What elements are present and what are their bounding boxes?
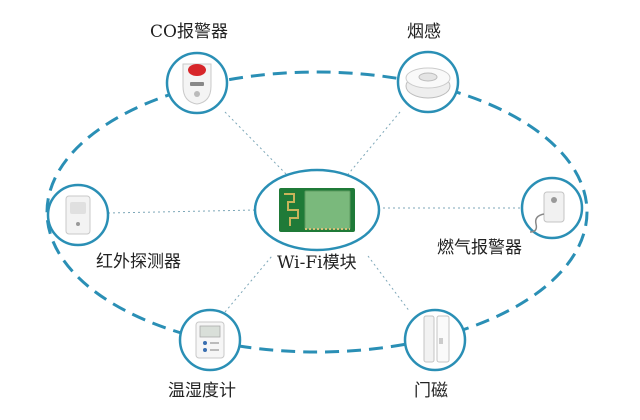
co-alarm-label: CO报警器 bbox=[150, 22, 228, 42]
thermo-hygrometer-icon bbox=[195, 321, 225, 359]
gas-alarm-node[interactable] bbox=[520, 176, 584, 240]
connector-smoke bbox=[344, 111, 401, 179]
connector-infrared bbox=[107, 209, 258, 214]
infrared-label: 红外探测器 bbox=[96, 252, 181, 272]
door-node[interactable] bbox=[403, 308, 467, 372]
door-sensor-icon bbox=[423, 315, 450, 363]
connector-thermo bbox=[224, 255, 273, 313]
connector-door bbox=[367, 255, 411, 313]
co-alarm-icon bbox=[182, 63, 212, 105]
infrared-detector-icon bbox=[65, 195, 91, 235]
infrared-node[interactable] bbox=[46, 183, 110, 247]
smoke-label: 烟感 bbox=[407, 22, 441, 42]
wifi-module-node[interactable] bbox=[253, 168, 381, 252]
wifi-module-icon bbox=[279, 188, 355, 232]
thermo-node[interactable] bbox=[178, 308, 242, 372]
gas-alarm-label: 燃气报警器 bbox=[437, 238, 522, 258]
connector-co-alarm bbox=[224, 111, 291, 179]
wifi-module-label: Wi-Fi模块 bbox=[277, 253, 357, 273]
co-alarm-node[interactable] bbox=[165, 51, 229, 115]
smoke-detector-icon bbox=[405, 67, 451, 99]
smoke-node[interactable] bbox=[396, 50, 460, 114]
connectors bbox=[107, 111, 521, 313]
thermo-label: 温湿度计 bbox=[168, 381, 236, 401]
door-label: 门磁 bbox=[414, 381, 448, 401]
gas-alarm-icon bbox=[529, 191, 565, 233]
